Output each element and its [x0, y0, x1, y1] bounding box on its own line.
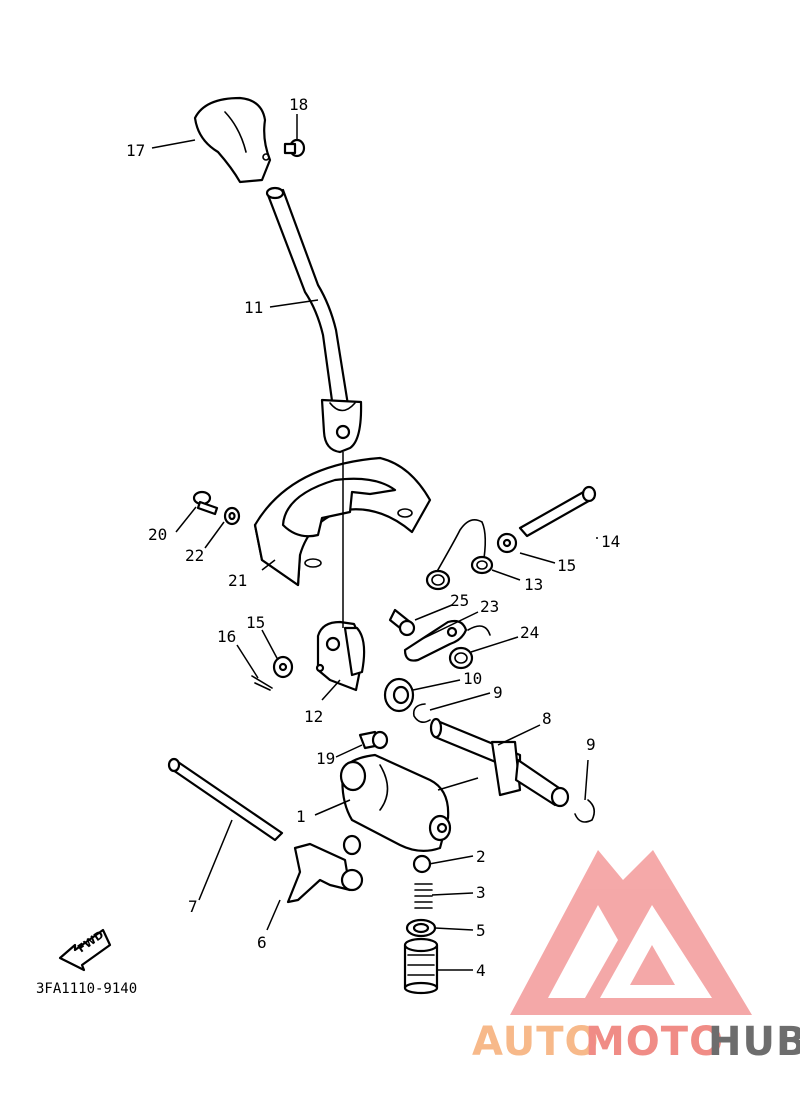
callout-5: 5 [476, 921, 486, 940]
callout-10: 10 [463, 669, 482, 688]
ball-2 [412, 854, 432, 874]
shift-knob [193, 96, 272, 184]
callout-9-upper: 9 [493, 683, 503, 702]
callout-23: 23 [480, 597, 499, 616]
callout-15-left: 15 [246, 613, 265, 632]
bolt-20 [192, 490, 219, 516]
cotter-pin-16 [251, 675, 273, 691]
callout-15-right: 15 [557, 556, 576, 575]
callout-12: 12 [304, 707, 323, 726]
oil-seal-10 [383, 677, 415, 713]
svg-text:HUB: HUB [708, 1019, 800, 1065]
callout-18: 18 [289, 95, 308, 114]
callout-22: 22 [185, 546, 204, 565]
callout-labels: 17 18 11 20 22 21 14 15 13 25 23 24 15 1… [126, 95, 620, 980]
guide-bar-7 [167, 757, 284, 842]
callout-2: 2 [476, 847, 486, 866]
circlip-9-lower [574, 799, 596, 823]
svg-text:MOTO: MOTO [585, 1019, 724, 1065]
leader-lines [151, 114, 598, 971]
callout-4: 4 [476, 961, 486, 980]
knob-screw [283, 138, 306, 158]
callout-24: 24 [520, 623, 539, 642]
callout-11: 11 [244, 298, 263, 317]
washer-15-right [496, 532, 518, 554]
callout-8: 8 [542, 709, 552, 728]
callout-14: 14 [601, 532, 620, 551]
shift-drum-1 [339, 753, 452, 852]
pin-14 [518, 485, 597, 538]
callout-17: 17 [126, 141, 145, 160]
callout-20: 20 [148, 525, 167, 544]
bolt-25 [388, 608, 416, 637]
torsion-spring-13 [425, 519, 494, 591]
callout-13: 13 [524, 575, 543, 594]
svg-text:AUTO: AUTO [472, 1019, 600, 1065]
shift-lever [265, 186, 363, 454]
callout-3: 3 [476, 883, 486, 902]
plug-4 [403, 937, 439, 995]
callout-21: 21 [228, 571, 247, 590]
callout-7: 7 [188, 897, 198, 916]
washer-22 [223, 506, 241, 526]
spring-3 [414, 883, 433, 909]
callout-6: 6 [257, 933, 267, 952]
washer-15-left [272, 655, 294, 679]
callout-9-lower: 9 [586, 735, 596, 754]
drawing-code: 3FA1110-9140 [36, 981, 137, 997]
bolt-19 [358, 730, 389, 750]
circlip-9-upper [412, 703, 431, 724]
callout-16: 16 [217, 627, 236, 646]
callout-25: 25 [450, 591, 469, 610]
shift-shaft-8 [429, 717, 570, 808]
callout-19: 19 [316, 749, 335, 768]
spring-24 [448, 646, 474, 670]
watermark-logo-icon [510, 850, 752, 1015]
shift-fork-6 [286, 834, 364, 904]
fwd-arrow-icon: FWD [58, 928, 112, 972]
watermark-wordmark: AUTO MOTO HUB [472, 1019, 800, 1065]
shift-arm-12 [315, 620, 366, 692]
callout-1: 1 [296, 807, 306, 826]
shift-guide-bracket [253, 456, 432, 587]
gasket-5 [405, 918, 437, 938]
